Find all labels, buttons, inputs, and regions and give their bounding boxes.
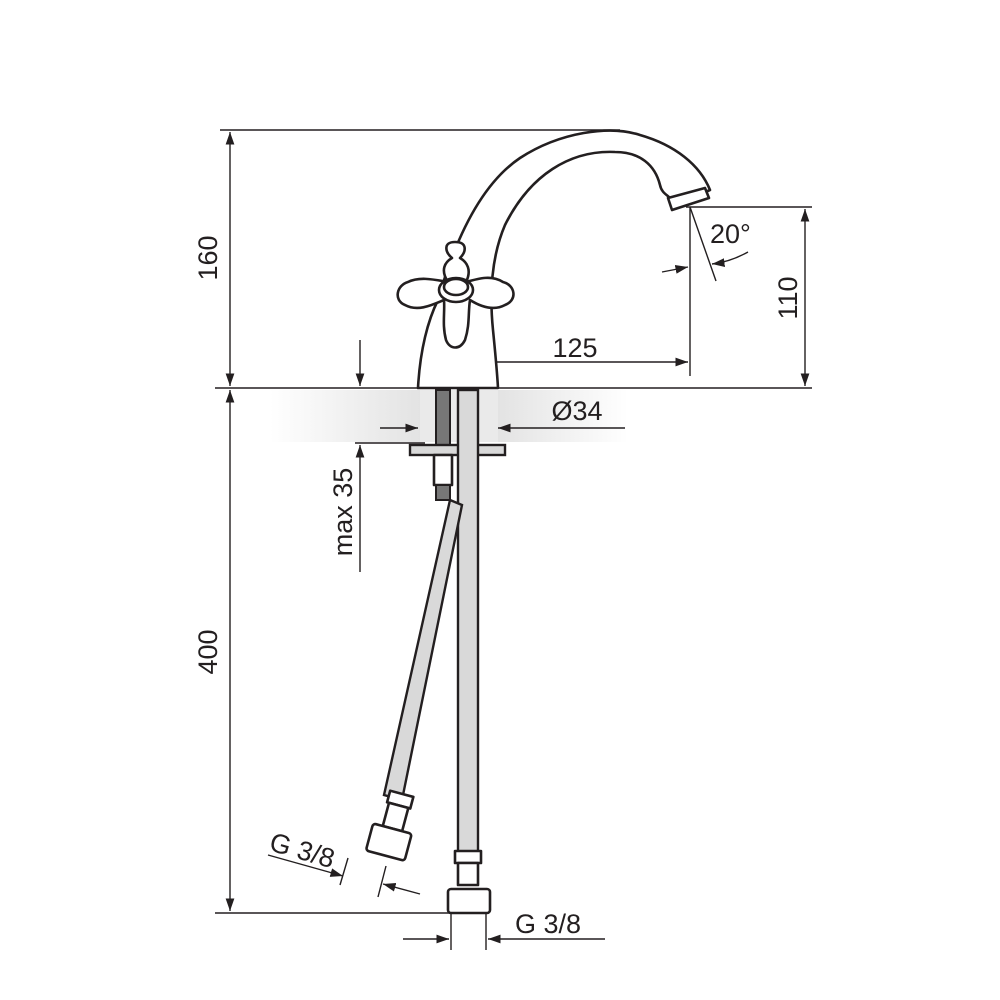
thread-label-right: G 3/8 xyxy=(515,909,581,939)
dimension-label-diameter-34: Ø34 xyxy=(551,396,602,426)
thread-dimension-left xyxy=(267,854,421,898)
hose-fitting-right xyxy=(446,849,492,915)
hose-fitting-left xyxy=(365,789,415,862)
thread-dimension-right xyxy=(403,913,605,950)
supply-hose-straight xyxy=(456,388,480,857)
dimension-label-400: 400 xyxy=(193,629,223,674)
cross-handle xyxy=(396,240,515,349)
countertop-section xyxy=(270,390,628,442)
thread-label-left: G 3/8 xyxy=(266,827,338,874)
dimension-label-20-degrees: 20° xyxy=(710,219,751,249)
supply-hose-angled xyxy=(382,498,464,802)
dimension-label-125: 125 xyxy=(552,333,597,363)
aerator-icon xyxy=(666,186,711,212)
dimension-label-max-35: max 35 xyxy=(328,468,358,557)
dimension-label-160: 160 xyxy=(193,235,223,280)
dimension-label-110: 110 xyxy=(773,276,803,319)
angle-dimension-20 xyxy=(661,206,749,282)
reference-lines xyxy=(215,129,812,914)
faucet-body xyxy=(416,129,712,390)
